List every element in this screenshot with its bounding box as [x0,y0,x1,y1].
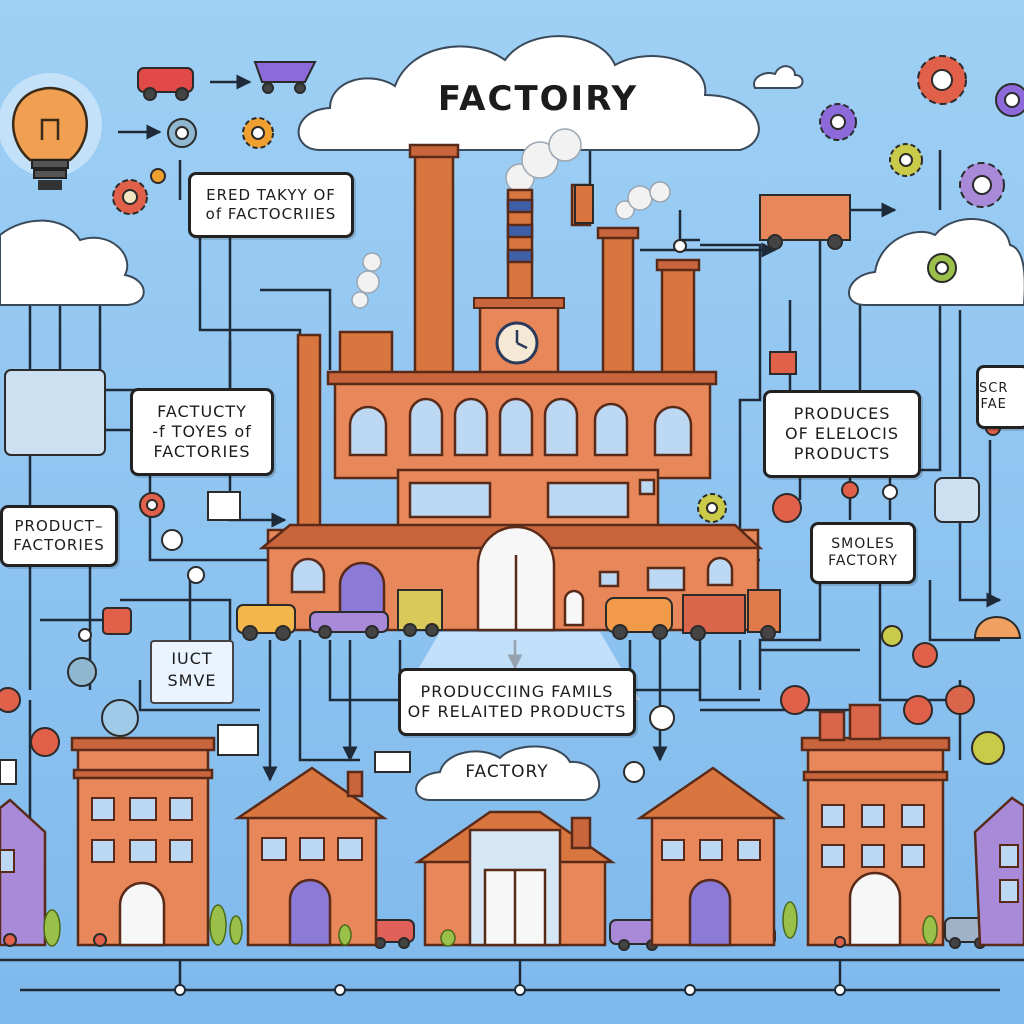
label-right-mid: PRODUCES OF ELELOCIS PRODUCTS [763,390,921,478]
lightbulb-icon [0,73,102,190]
label-left-lower: PRODUCT– FACTORIES [0,505,118,567]
label-right-edge-text: SCR FAE [979,380,1009,412]
label-top-left-text: ERED TAKYY OF of FACTOCRIIES [205,186,337,223]
label-bottom-center: PRODUCCIING FAMILS OF RELAITED PRODUCTS [398,668,636,736]
title-cloud [297,35,760,151]
label-right-small-text: SMOLES FACTORY [828,535,898,570]
label-left-mid-text: FACTUCTY -f TOYES of FACTORIES [152,402,252,461]
diagram-title: FACTOIRY [438,79,638,119]
label-top-left: ERED TAKYY OF of FACTOCRIIES [188,172,354,238]
vehicles [137,61,991,951]
label-bottom-cloud: FACTORY [452,762,562,788]
label-left-small-text: IUCT SMVE [167,649,217,690]
label-left-small: IUCT SMVE [150,640,234,704]
label-left-mid: FACTUCTY -f TOYES of FACTORIES [130,388,274,476]
label-left-lower-text: PRODUCT– FACTORIES [13,517,105,554]
bushes [43,901,938,947]
building-windows [0,797,1019,903]
smoke [351,128,671,309]
misc-icons [0,184,1022,948]
label-right-mid-text: PRODUCES OF ELELOCIS PRODUCTS [785,404,899,463]
label-right-edge: SCR FAE [976,365,1024,429]
label-bottom-center-text: PRODUCCIING FAMILS OF RELAITED PRODUCTS [407,682,627,721]
label-right-small: SMOLES FACTORY [810,522,916,584]
clock-tower [473,297,565,377]
bottom-cloud [415,745,601,801]
left-cloud [0,219,145,306]
small-cloud [753,65,804,89]
label-bottom-cloud-text: FACTORY [465,762,549,782]
gear-icons [112,55,1024,523]
